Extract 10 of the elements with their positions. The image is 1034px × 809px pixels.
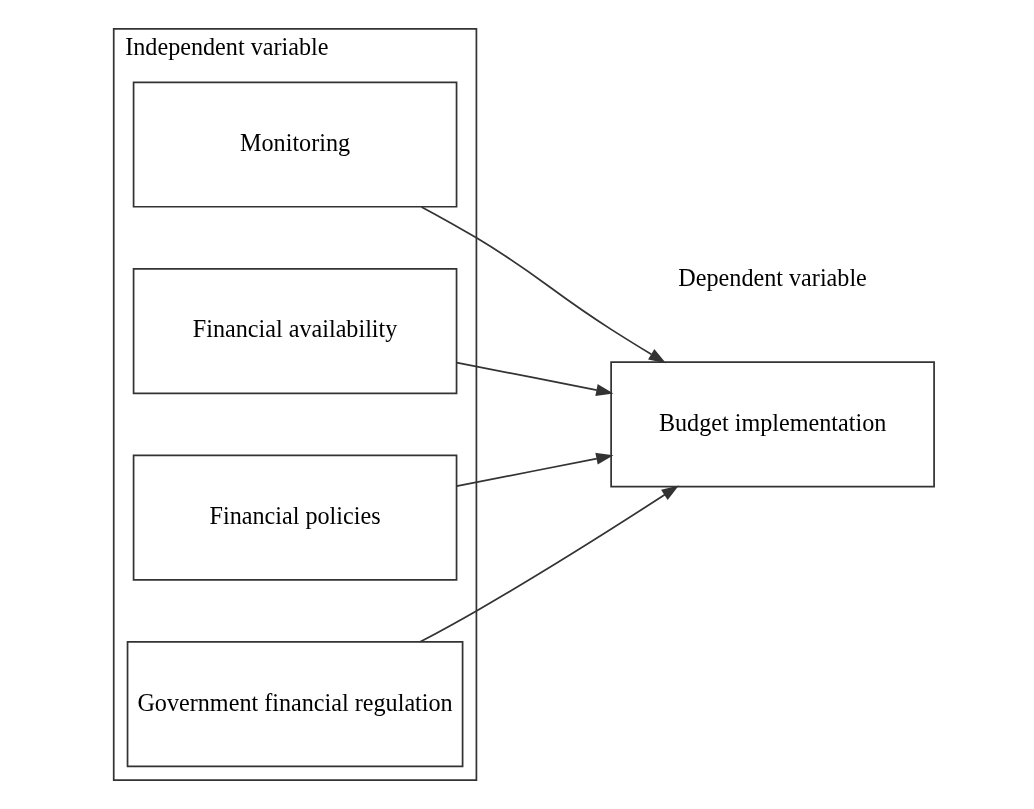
label: Dependent variable	[678, 263, 867, 291]
arrow	[419, 485, 679, 643]
arrow	[455, 452, 614, 488]
node-box: Monitoring	[132, 81, 458, 208]
arrow	[455, 361, 614, 396]
node-box: Financial availability	[132, 268, 458, 395]
node-box: Government financial regulation	[126, 641, 464, 768]
node-box: Budget implementation	[610, 361, 935, 488]
arrow	[420, 206, 667, 364]
node-box: Financial policies	[132, 454, 458, 581]
